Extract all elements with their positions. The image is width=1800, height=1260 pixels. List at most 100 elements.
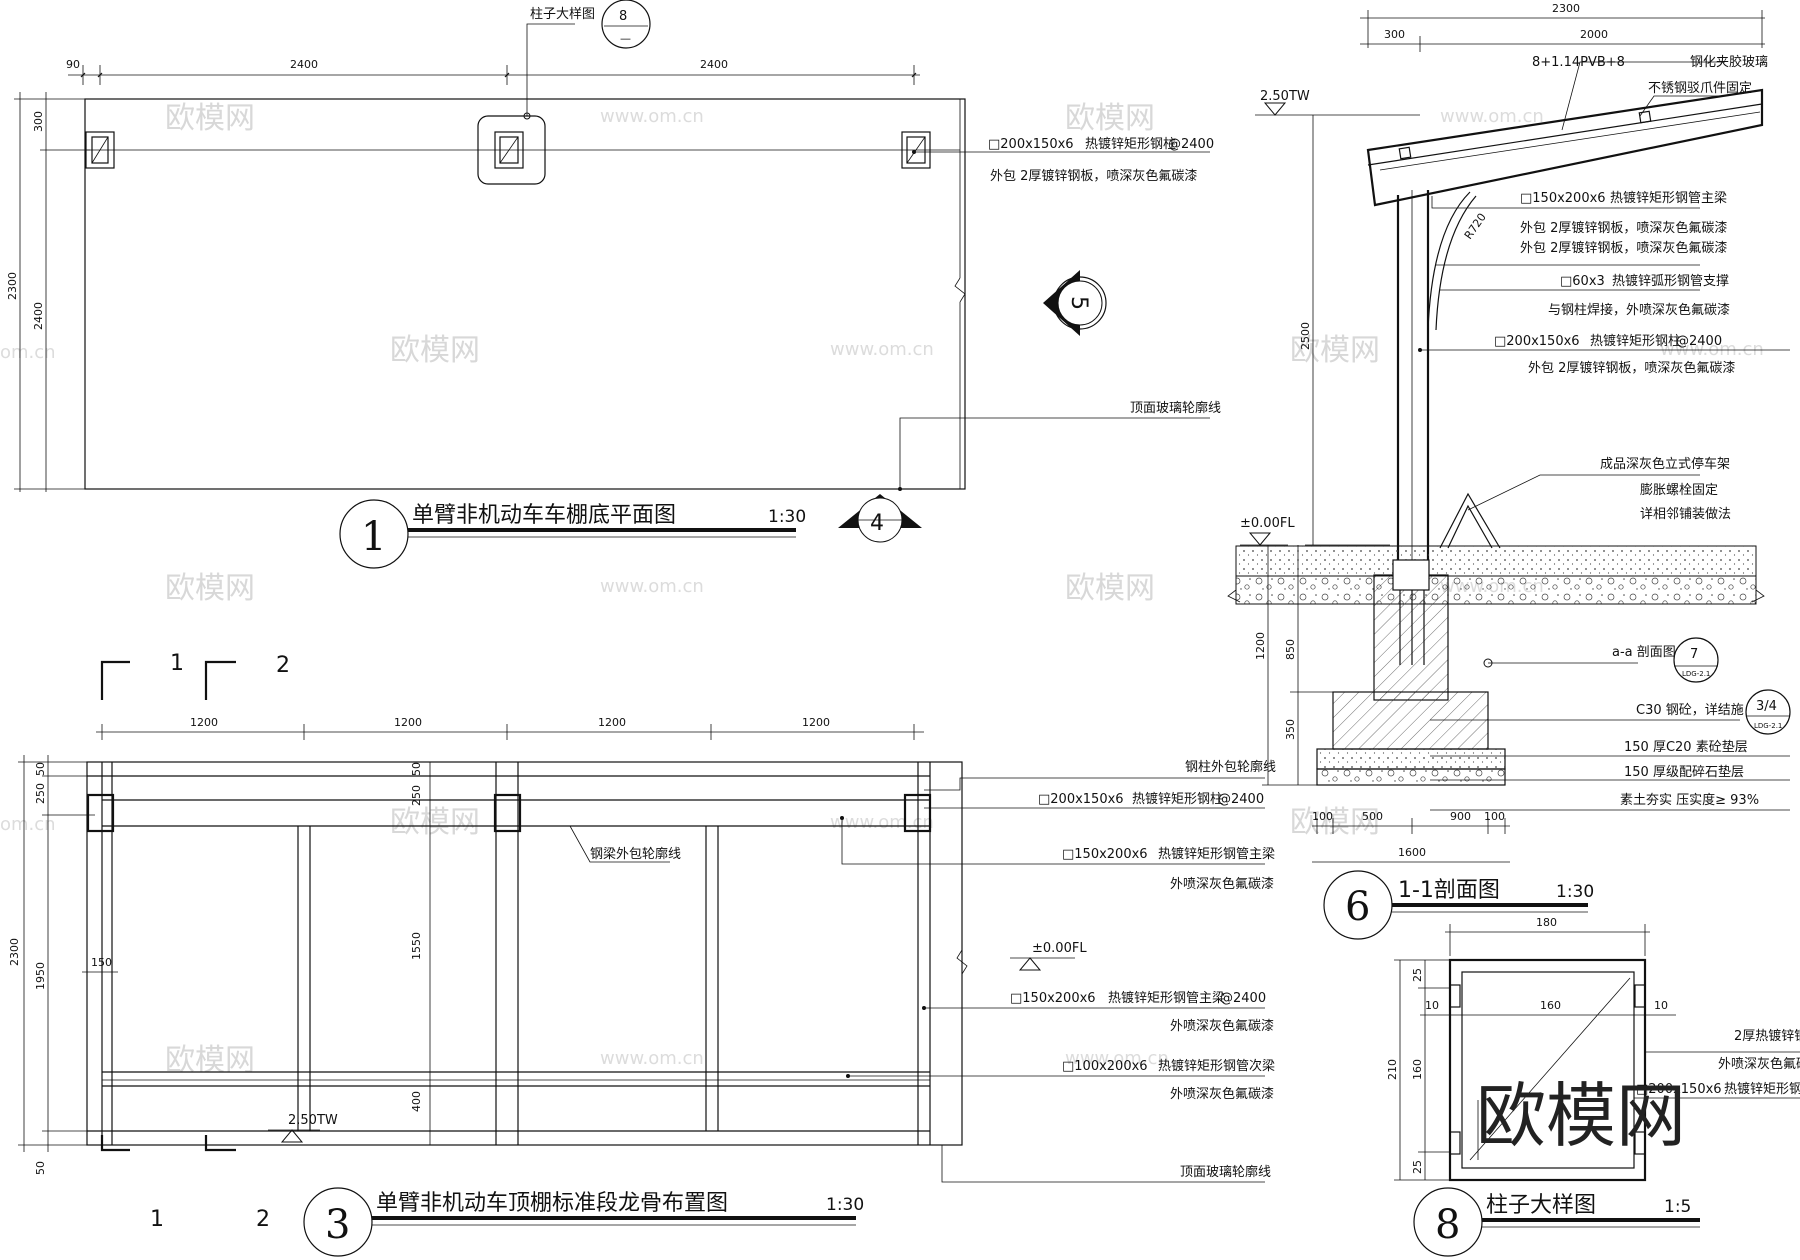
s6-a8c: @2400 [1676, 334, 1722, 349]
s6-a8a: □200x150x6 [1494, 334, 1580, 349]
s6-a16: 150 厚级配碎石垫层 [1624, 764, 1744, 780]
s6-dim-100b: 100 [1484, 810, 1505, 823]
p3-n7: 顶面玻璃轮廓线 [1180, 1164, 1271, 1180]
s6-a1b: 钢化夹胶玻璃 [1690, 54, 1768, 70]
plan1-note2: 外包 2厚镀锌钢板，喷深灰色氟碳漆 [990, 168, 1197, 184]
s6-dim-2500: 2500 [1299, 322, 1312, 350]
s6-a1: 8+1.14PVB+8 [1532, 55, 1625, 70]
det8-scale: 1:5 [1664, 1197, 1691, 1217]
s6-a12: 详相邻铺装做法 [1640, 507, 1731, 522]
cut-2-top: 2 [276, 653, 290, 678]
watermark-url: www.om.cn [600, 576, 704, 597]
p3-n4b: 热镀锌矩形钢管主梁 [1158, 846, 1275, 862]
s6-a8b: 热镀锌矩形钢柱 [1590, 333, 1681, 349]
watermark-url: www.om.cn [830, 812, 934, 833]
level-0-fl: ±0.00FL [1032, 941, 1087, 956]
det8-title: 柱子大样图 [1486, 1193, 1596, 1218]
s6-a4: 外包 2厚镀锌钢板，喷深灰色氟碳漆 [1520, 220, 1727, 236]
dim3-250: 250 [34, 783, 47, 804]
sec-marker-5: 5 [1066, 296, 1091, 310]
plan1-note1a: □200x150x6 [988, 137, 1074, 152]
dim3-1200-b: 1200 [394, 716, 422, 729]
dim3-in-400: 400 [410, 1091, 423, 1112]
p3-n1: 钢柱外包轮廓线 [1185, 759, 1276, 775]
section-6-drawing: 2300 300 2000 2.50TW R720 2500 1200 850 [1227, 2, 1791, 940]
s6-dim-350: 350 [1284, 719, 1297, 740]
cut-1-top: 1 [170, 651, 184, 676]
sec-marker-4: 4 [870, 511, 884, 536]
dim3-in-1550: 1550 [410, 932, 423, 960]
watermark-url: www.om.cn [600, 106, 704, 127]
plan1-num: 1 [361, 514, 386, 560]
sec6-num: 6 [1345, 884, 1370, 930]
s6-dim-300: 300 [1384, 28, 1405, 41]
dim-2400-a: 2400 [290, 58, 318, 71]
p3-n5a: □150x200x6 [1010, 991, 1096, 1006]
sec6-scale: 1:30 [1556, 882, 1594, 902]
p3-n5d: 外喷深灰色氟碳漆 [1170, 1018, 1274, 1034]
p3-n6c: 外喷深灰色氟碳漆 [1170, 1086, 1274, 1102]
dim3-in-50: 50 [410, 762, 423, 776]
dim-2400: 2400 [32, 302, 45, 330]
s6-ref7s: LDG-2.1 [1682, 670, 1710, 678]
s6-a5: 外包 2厚镀锌钢板，喷深灰色氟碳漆 [1520, 240, 1727, 256]
p3-n6b: 热镀锌矩形钢管次梁 [1158, 1058, 1275, 1074]
level-2-50tw: 2.50TW [288, 1113, 338, 1128]
p3-n2b: 热镀锌矩形钢柱 [1132, 791, 1223, 807]
watermark-cn: 欧模网 [1065, 101, 1155, 136]
s6-ref34s: LDG-2.1 [1754, 722, 1782, 730]
plan3-num: 3 [325, 1202, 350, 1248]
s6-dim-1200: 1200 [1254, 632, 1267, 660]
detail-ref-label: 柱子大样图 [530, 7, 595, 22]
d8-b2: 外喷深灰色氟碳漆 [1718, 1056, 1800, 1072]
watermark-cn: 欧模网 [165, 1043, 255, 1078]
watermark-url: www.om.cn [1660, 339, 1764, 360]
d8-b1: 2厚热镀锌钢板 [1734, 1028, 1800, 1044]
p3-n2c: @2400 [1218, 792, 1264, 807]
s6-a6b: 热镀锌弧形钢管支撑 [1612, 273, 1729, 289]
watermark-url: www.om.cn [830, 339, 934, 360]
s6-a14: C30 钢砼，详结施 [1636, 703, 1744, 718]
s6-a17: 素土夯实 压实度≥ 93% [1620, 792, 1759, 808]
plan1-title: 单臂非机动车车棚底平面图 [412, 503, 676, 528]
dim-300: 300 [32, 111, 45, 132]
s6-level-top: 2.50TW [1260, 89, 1310, 104]
s6-a6a: □60x3 [1560, 274, 1605, 289]
s6-dim-100a: 100 [1312, 810, 1333, 823]
watermark-url: www.om.cn [1065, 1048, 1169, 1069]
watermark-url: om.cn [0, 814, 56, 835]
detail-8-drawing: 180 160 10 10 25 210 160 25 2厚热镀锌钢板 外喷深灰… [1386, 916, 1800, 1257]
p3-n5b: 热镀锌矩形钢管主梁 [1108, 990, 1225, 1006]
plan1-note3: 顶面玻璃轮廓线 [1130, 400, 1221, 416]
watermark-cn: 欧模网 [390, 805, 480, 840]
watermarks: 欧模网 www.om.cn 欧模网 www.om.cn om.cn 欧模网 ww… [0, 101, 1764, 1078]
det8-num: 8 [1435, 1202, 1460, 1248]
watermark-cn: 欧模网 [390, 333, 480, 368]
watermark-cn: 欧模网 [1290, 333, 1380, 368]
watermark-cn: 欧模网 [1290, 805, 1380, 840]
s6-dim-900: 900 [1450, 810, 1471, 823]
d8-dim-10b: 10 [1654, 999, 1668, 1012]
brand-watermark: 欧模网 [1476, 1075, 1686, 1157]
s6-dim-1600: 1600 [1398, 846, 1426, 859]
plan3-scale: 1:30 [826, 1195, 864, 1215]
dim3-1200-c: 1200 [598, 716, 626, 729]
s6-r720: R720 [1462, 211, 1489, 242]
plan-3-drawing: 1 2 1 2 1200 1200 1200 1200 50 250 2300 … [8, 651, 1276, 1257]
s6-a2: 不锈钢驳爪件固定 [1648, 81, 1752, 96]
s6-a13: a-a 剖面图 [1612, 645, 1676, 660]
watermark-cn: 欧模网 [1065, 571, 1155, 606]
d8-dim-25b: 25 [1411, 1160, 1424, 1174]
s6-dim-2300: 2300 [1552, 2, 1580, 15]
s6-a7: 与钢柱焊接，外喷深灰色氟碳漆 [1548, 302, 1730, 318]
dim3-in-250: 250 [410, 785, 423, 806]
d8-dim-210: 210 [1386, 1059, 1399, 1080]
plan1-note1b: 热镀锌矩形钢柱 [1085, 136, 1176, 152]
sec6-title: 1-1剖面图 [1398, 878, 1500, 903]
p3-n4c: 外喷深灰色氟碳漆 [1170, 876, 1274, 892]
detail-ref-num: 8 [619, 9, 627, 24]
s6-ref7: 7 [1690, 647, 1698, 662]
cut-2-bottom: 2 [256, 1207, 270, 1232]
plan3-title: 单臂非机动车顶棚标准段龙骨布置图 [376, 1191, 728, 1216]
